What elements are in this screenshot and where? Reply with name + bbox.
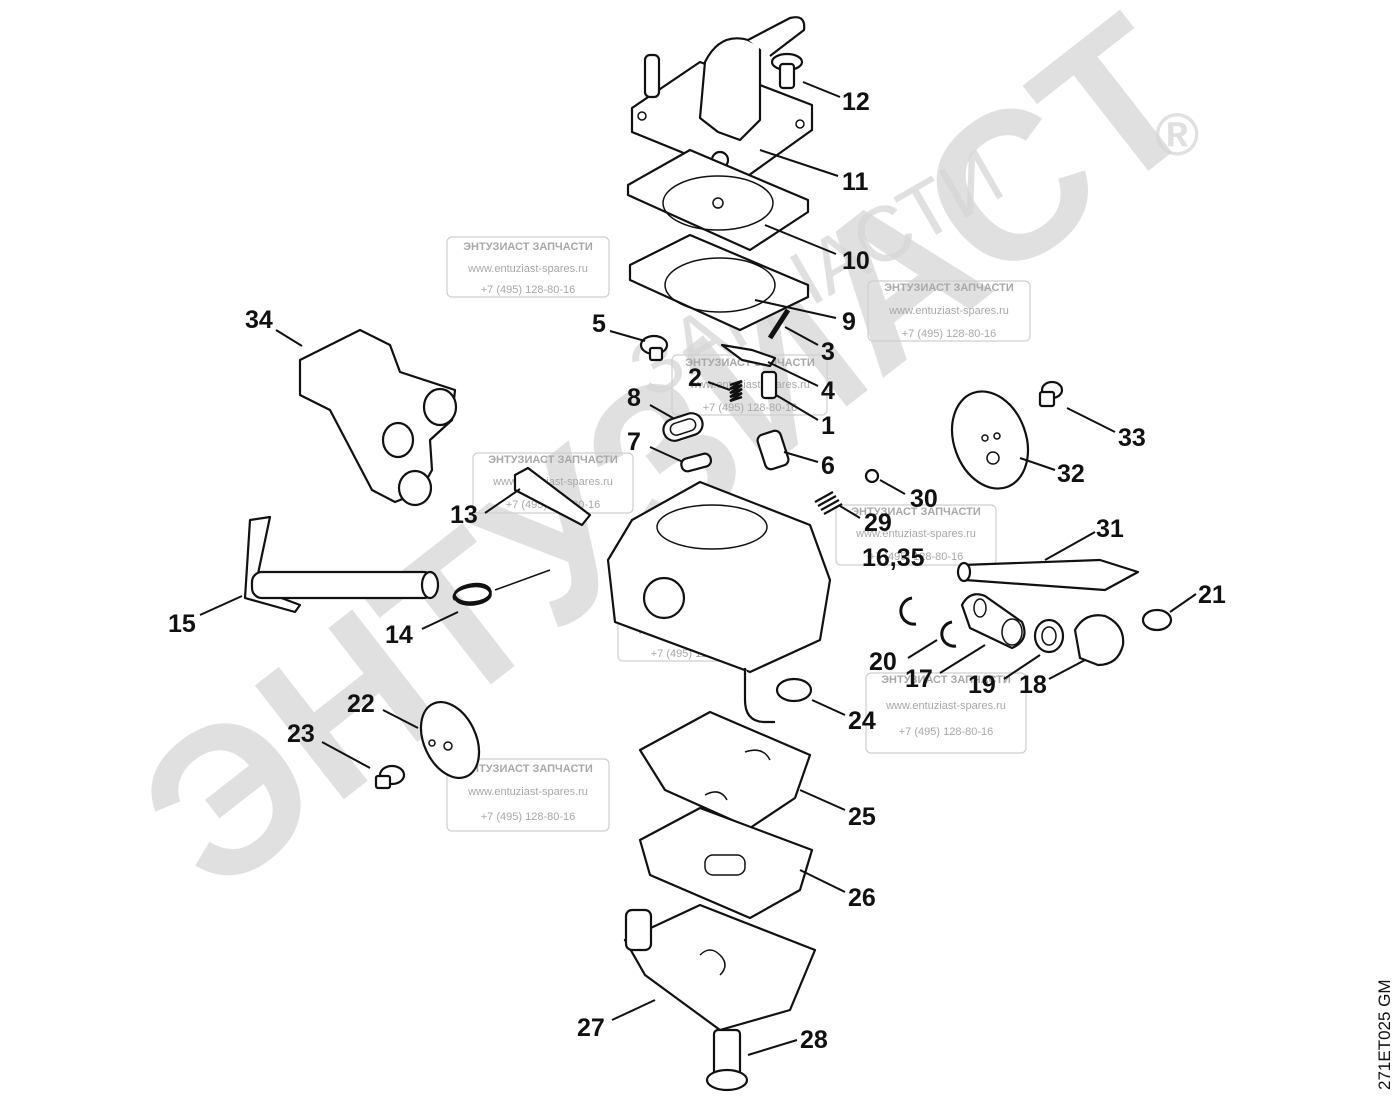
- watermark-stamp: ЭНТУЗИАСТ ЗАПЧАСТИ www.entuziast-spares.…: [835, 504, 997, 566]
- callout-15: 15: [168, 610, 196, 638]
- part-plate-32: [950, 390, 1030, 490]
- callout-18: 18: [1019, 671, 1047, 699]
- callout-33: 33: [1118, 424, 1146, 452]
- stamp-phone: +7 (495) 128-80-16: [481, 284, 575, 296]
- part-screw-21: [1141, 608, 1173, 632]
- part-spring-14: [452, 569, 551, 606]
- callout-13: 13: [450, 501, 478, 529]
- part-screw-13: [513, 466, 592, 527]
- watermark-stamp: ЭНТУЗИАСТ ЗАПЧАСТИ www.entuziast-spares.…: [446, 236, 610, 298]
- callout-2: 2: [688, 364, 702, 392]
- stamp-url: www.entuziast-spares.ru: [467, 263, 588, 275]
- stamp-url: www.entuziast-spares.ru: [855, 528, 976, 540]
- part-ball-30: [864, 468, 880, 484]
- watermark-stamp: ЭНТУЗИАСТ ЗАПЧАСТИ www.entuziast-spares.…: [446, 758, 610, 832]
- stamp-title: ЭНТУЗИАСТ ЗАПЧАСТИ: [463, 241, 593, 253]
- callout-24: 24: [848, 707, 876, 735]
- callout-10: 10: [842, 247, 870, 275]
- part-pump-cover: [630, 16, 814, 180]
- callout-27: 27: [577, 1014, 605, 1042]
- callout-25: 25: [848, 803, 876, 831]
- stamp-title: ЭНТУЗИАСТ ЗАПЧАСТИ: [463, 763, 593, 775]
- drawing-code: 271ET025 GM: [1375, 979, 1394, 1090]
- callout-28: 28: [800, 1026, 828, 1054]
- callout-34: 34: [245, 306, 273, 334]
- callout-16-35: 16,35: [862, 544, 925, 572]
- part-plate-22: [419, 701, 481, 779]
- part-clip-16-35: [899, 596, 917, 626]
- callout-29: 29: [864, 509, 892, 537]
- part-shaft-15: [243, 515, 440, 614]
- callout-3: 3: [821, 338, 835, 366]
- stamp-url: www.entuziast-spares.ru: [888, 305, 1009, 317]
- part-gasket-26: [638, 806, 814, 920]
- stamp-url: www.entuziast-spares.ru: [885, 700, 1006, 712]
- stamp-title: ЭНТУЗИАСТ ЗАПЧАСТИ: [851, 506, 981, 518]
- callout-17: 17: [905, 665, 933, 693]
- part-diaphragm-25: [638, 710, 812, 830]
- part-screw-12: [770, 52, 804, 90]
- part-screw-23: [374, 764, 406, 790]
- stamp-url: www.entuziast-spares.ru: [689, 379, 810, 391]
- callout-4: 4: [821, 377, 835, 405]
- part-sleeve-6: [756, 429, 790, 471]
- callout-7: 7: [627, 428, 641, 456]
- callout-14: 14: [385, 621, 413, 649]
- part-lever-4: [720, 343, 777, 368]
- part-cover-27: [623, 903, 817, 1032]
- part-diaphragm-10: [626, 148, 810, 252]
- callout-9: 9: [842, 308, 856, 336]
- part-spring-29: [814, 491, 843, 515]
- callout-26: 26: [848, 884, 876, 912]
- stamp-title: ЭНТУЗИАСТ ЗАПЧАСТИ: [881, 674, 1011, 686]
- stamp-phone: +7 (495) 128-80-16: [481, 811, 575, 823]
- part-intake-34: [298, 328, 458, 507]
- part-pin-3: [767, 308, 791, 340]
- callout-6: 6: [821, 452, 835, 480]
- part-screw-5: [639, 334, 669, 362]
- callout-5: 5: [592, 310, 606, 338]
- stamp-phone: +7 (495) 128-80-16: [902, 328, 996, 340]
- stamp-phone: +7 (495) 128-80-16: [869, 551, 963, 563]
- callout-32: 32: [1057, 460, 1085, 488]
- part-carburetor-body: [606, 480, 832, 724]
- part-needle-1: [760, 370, 778, 400]
- part-shaft-31: [956, 558, 1140, 592]
- watermark-stamp: ЭНТУЗИАСТ ЗАПЧАСТИ www.entuziast-spares.…: [865, 672, 1027, 754]
- stamp-title: ЭНТУЗИАСТ ЗАПЧАСТИ: [488, 454, 618, 466]
- part-screen-24: [775, 677, 813, 703]
- watermark-registered-mark: ®: [1155, 101, 1199, 168]
- stamp-title: ЭНТУЗИАСТ ЗАПЧАСТИ: [884, 282, 1014, 294]
- callout-11: 11: [842, 168, 869, 196]
- part-washer-19: [1033, 618, 1065, 654]
- callout-31: 31: [1096, 515, 1124, 543]
- part-oring-8: [662, 412, 704, 442]
- callout-12: 12: [842, 88, 870, 116]
- part-knob-18: [1073, 614, 1125, 667]
- stamp-url: www.entuziast-spares.ru: [467, 786, 588, 798]
- stamp-phone: +7 (495) 128-80-16: [899, 726, 993, 738]
- part-screw-33: [1038, 380, 1064, 408]
- callout-21: 21: [1198, 581, 1226, 609]
- callout-19: 19: [968, 671, 996, 699]
- callout-20: 20: [869, 648, 897, 676]
- callout-1: 1: [821, 412, 835, 440]
- stamp-title: ЭНТУЗИАСТ ЗАПЧАСТИ: [685, 357, 815, 369]
- part-clip-20: [940, 620, 957, 648]
- leader-lines: [199, 81, 1197, 1056]
- part-lever-17: [960, 593, 1026, 650]
- callout-22: 22: [347, 690, 375, 718]
- watermark-stamp: ЭНТУЗИАСТ ЗАПЧАСТИ www.entuziast-spares.…: [867, 280, 1031, 342]
- part-spring-2: [729, 379, 743, 403]
- part-gasket-7: [680, 452, 713, 473]
- callout-30: 30: [910, 485, 938, 513]
- part-gasket-9: [628, 233, 810, 332]
- callout-23: 23: [287, 720, 315, 748]
- part-screw-28: [705, 1028, 749, 1092]
- callout-8: 8: [627, 384, 641, 412]
- stamp-phone: +7 (495) 128-80-16: [703, 402, 797, 414]
- callouts: 12 11 10 9 3 4 1 6 5 2 8 7 34 13 15 14 3…: [168, 88, 1226, 1054]
